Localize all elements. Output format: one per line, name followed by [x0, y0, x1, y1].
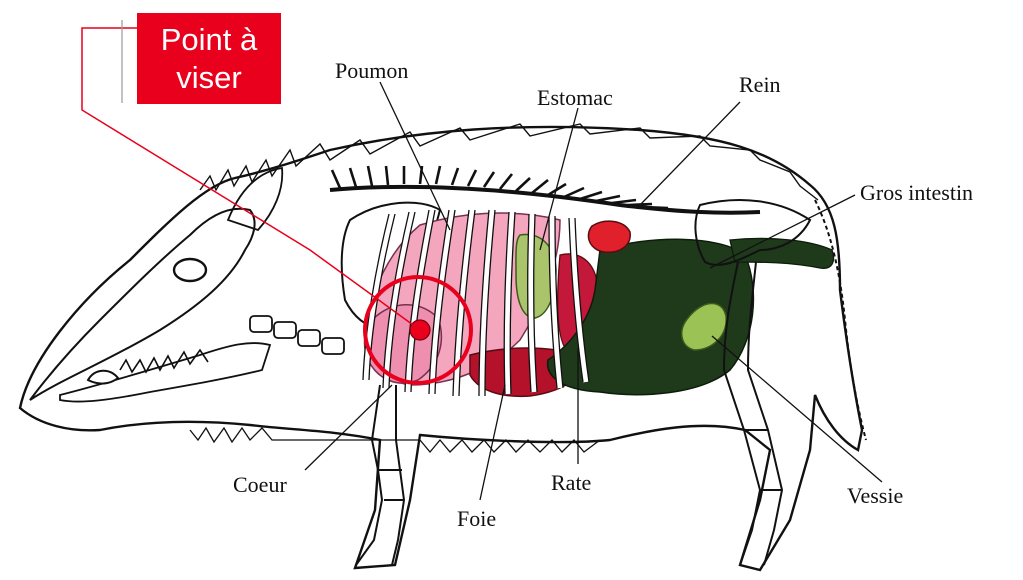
tusk [88, 371, 118, 384]
label-estomac: Estomac [537, 85, 613, 111]
label-gros-intestin: Gros intestin [860, 180, 973, 206]
label-foie: Foie [457, 506, 496, 532]
label-coeur: Coeur [233, 472, 287, 498]
teeth-row [120, 350, 208, 372]
callout-line-2: viser [137, 59, 281, 97]
kidney [588, 221, 630, 252]
callout-line-1: Point à [137, 21, 281, 59]
label-vessie: Vessie [847, 483, 903, 509]
tail [815, 200, 866, 440]
jaw [60, 343, 270, 402]
label-poumon: Poumon [335, 58, 408, 84]
spine [330, 187, 760, 213]
label-rate: Rate [551, 470, 591, 496]
label-rein: Rein [739, 72, 781, 98]
leader-poumon [380, 82, 450, 230]
neck-vertebrae [250, 316, 344, 354]
front-leg-bones [356, 385, 404, 565]
callout-point-a-viser: Point à viser [137, 13, 281, 104]
leader-foie [480, 385, 505, 500]
eye-socket [174, 259, 206, 281]
leader-rein [640, 102, 740, 205]
